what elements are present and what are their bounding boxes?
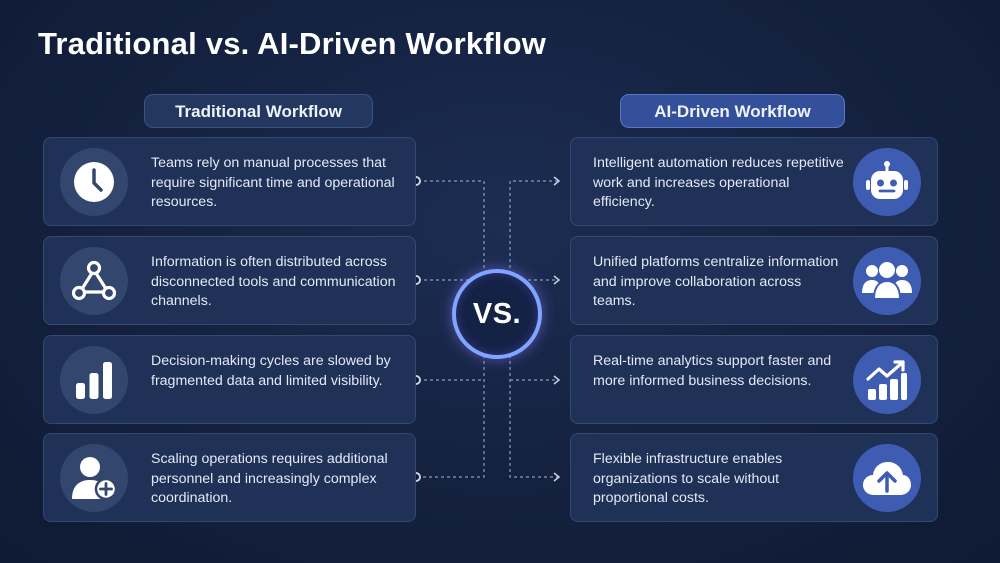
traditional-text-1: Teams rely on manual processes that requ… [151,155,395,211]
traditional-text-3: Decision-making cycles are slowed by fra… [151,353,391,389]
ai-text-4: Flexible infrastructure enables organiza… [593,451,783,507]
team-icon [853,247,921,315]
ai-text-3: Real-time analytics support faster and m… [593,353,832,389]
bar-chart-icon [60,346,128,414]
page-title: Traditional vs. AI-Driven Workflow [38,26,547,61]
traditional-card-1: Teams rely on manual processes that requ… [43,137,416,226]
cloud-upload-icon [853,444,921,512]
traditional-card-3: Decision-making cycles are slowed by fra… [43,335,416,424]
ai-card-4: Flexible infrastructure enables organiza… [570,433,938,522]
ai-text-1: Intelligent automation reduces repetitiv… [593,155,844,211]
ai-driven-heading: AI-Driven Workflow [620,94,845,128]
ai-card-1: Intelligent automation reduces repetitiv… [570,137,938,226]
vs-label: VS. [472,297,522,330]
ai-text-2: Unified platforms centralize information… [593,254,839,310]
network-icon [60,247,128,315]
clock-icon [60,148,128,216]
user-add-icon [60,444,128,512]
traditional-card-2: Information is often distributed across … [43,236,416,325]
traditional-heading: Traditional Workflow [144,94,373,128]
traditional-text-2: Information is often distributed across … [151,254,396,310]
traditional-card-4: Scaling operations requires additional p… [43,433,416,522]
ai-card-3: Real-time analytics support faster and m… [570,335,938,424]
vs-badge: VS. [452,269,542,359]
ai-card-2: Unified platforms centralize information… [570,236,938,325]
growth-chart-icon [853,346,921,414]
robot-icon [853,148,921,216]
traditional-text-4: Scaling operations requires additional p… [151,451,388,507]
